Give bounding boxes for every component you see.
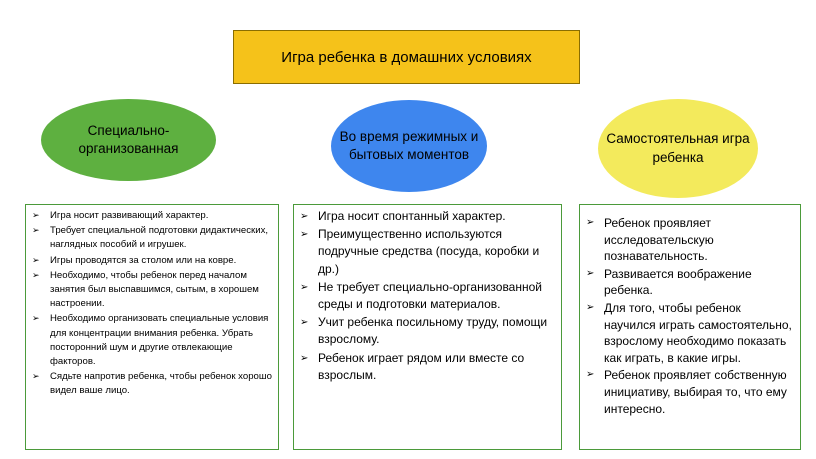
bullet-list: Ребенок проявляет исследовательскую позн… xyxy=(586,215,794,417)
bullet-list: Игра носит развивающий характер. Требует… xyxy=(32,209,272,399)
list-item: Необходимо, чтобы ребенок перед началом … xyxy=(32,269,272,312)
diagram-title: Игра ребенка в домашних условиях xyxy=(233,30,580,84)
list-item: Игры проводятся за столом или на ковре. xyxy=(32,254,272,268)
list-item: Для того, чтобы ребенок научился играть … xyxy=(586,300,794,366)
list-item: Ребенок играет рядом или вместе со взрос… xyxy=(300,350,555,384)
list-item: Развивается воображение ребенка. xyxy=(586,266,794,299)
description-box-independent-play: Ребенок проявляет исследовательскую позн… xyxy=(579,204,801,450)
description-box-special-organized: Игра носит развивающий характер. Требует… xyxy=(25,204,279,450)
category-special-organized: Специально-организованная xyxy=(41,99,216,181)
bullet-list: Игра носит спонтанный характер. Преимуще… xyxy=(300,208,555,384)
list-item: Преимущественно используются подручные с… xyxy=(300,226,555,278)
category-label: Самостоятельная игра ребенка xyxy=(606,131,750,165)
category-label: Специально-организованная xyxy=(78,122,179,156)
list-item: Не требует специально-организованной сре… xyxy=(300,279,555,313)
list-item: Сядьте напротив ребенка, чтобы ребенок х… xyxy=(32,370,272,398)
diagram-title-text: Игра ребенка в домашних условиях xyxy=(281,48,532,66)
list-item: Ребенок проявляет исследовательскую позн… xyxy=(586,215,794,265)
category-label: Во время режимных и бытовых моментов xyxy=(339,128,479,162)
list-item: Ребенок проявляет собственную инициативу… xyxy=(586,367,794,417)
category-routine-moments: Во время режимных и бытовых моментов xyxy=(331,100,487,192)
list-item: Учит ребенка посильному труду, помощи вз… xyxy=(300,314,555,348)
category-independent-play: Самостоятельная игра ребенка xyxy=(598,99,758,198)
list-item: Требует специальной подготовки дидактиче… xyxy=(32,224,272,252)
list-item: Необходимо организовать специальные усло… xyxy=(32,312,272,369)
list-item: Игра носит развивающий характер. xyxy=(32,209,272,223)
list-item: Игра носит спонтанный характер. xyxy=(300,208,555,225)
description-box-routine-moments: Игра носит спонтанный характер. Преимуще… xyxy=(293,204,562,450)
